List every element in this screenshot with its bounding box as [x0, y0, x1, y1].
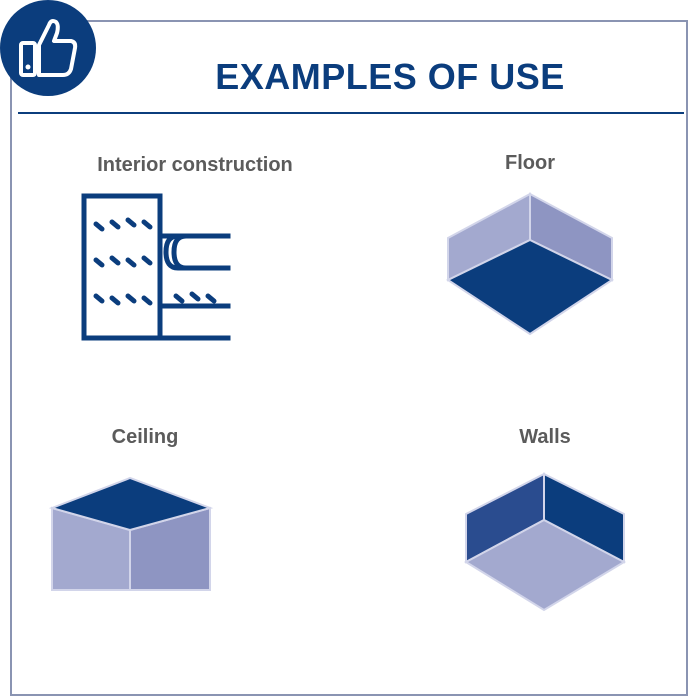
thumbs-up-icon — [19, 19, 78, 77]
walls-icon — [463, 472, 627, 612]
example-label-walls: Walls — [519, 426, 571, 448]
example-label-interior-construction: Interior construction — [97, 154, 293, 176]
examples-frame — [10, 20, 688, 696]
example-label-floor: Floor — [505, 152, 555, 174]
title-divider — [18, 112, 684, 114]
ceiling-icon — [48, 476, 214, 591]
page-title: EXAMPLES OF USE — [215, 56, 565, 97]
floor-icon — [445, 192, 615, 336]
thumbs-up-badge — [0, 0, 96, 96]
example-label-ceiling: Ceiling — [111, 426, 179, 448]
interior-construction-icon — [81, 193, 231, 341]
